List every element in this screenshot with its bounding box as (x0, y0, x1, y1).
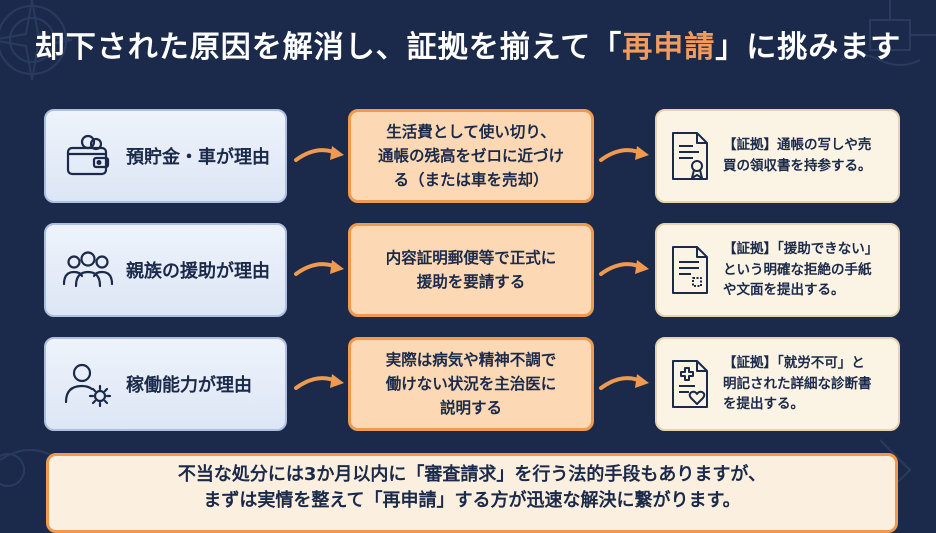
arrow-icon (294, 374, 344, 390)
action-box-work-ability: 実際は病気や精神不調で 働けない状況を主治医に 説明する (348, 337, 594, 431)
footer-line: まずは実情を整えて「再申請」する方が迅速な解決に繋がります。 (203, 490, 741, 512)
arrow-icon (599, 146, 649, 162)
page-title: 却下された原因を解消し、証拠を揃えて「再申請」に挑みます (0, 22, 936, 66)
arrow-icon (599, 260, 649, 276)
reason-box-family-support: 親族の援助が理由 (44, 223, 287, 317)
reason-label: 稼働能力が理由 (126, 375, 252, 396)
reason-box-work-ability: 稼働能力が理由 (44, 337, 287, 431)
wallet-icon (66, 134, 110, 176)
family-people-icon (62, 251, 114, 288)
evidence-text: 【証拠】「援助できない」 という明確な拒絶の手紙 や文面を提出する。 (723, 240, 879, 299)
arrow-icon (294, 146, 344, 162)
letter-document-icon (672, 246, 708, 294)
title-text-before: 却下された原因を解消し、証拠を揃えて「 (34, 30, 623, 65)
reason-label: 預貯金・車が理由 (126, 147, 270, 168)
action-box-family-support: 内容証明郵便等で正式に 援助を要請する (348, 223, 594, 317)
action-text: 生活費として使い切り、 通帳の残高をゼロに近づけ る（または車を売却） (377, 122, 564, 189)
medical-certificate-icon (672, 360, 708, 408)
certificate-document-icon (672, 132, 708, 180)
footer-note: 不当な処分には3か月以内に「審査請求」を行う法的手段もありますが、 まずは実情を… (46, 453, 898, 533)
reason-box-savings: 預貯金・車が理由 (44, 109, 287, 203)
arrow-icon (294, 260, 344, 276)
title-accent: 再申請 (622, 30, 716, 65)
reason-label: 親族の援助が理由 (126, 261, 270, 282)
evidence-text: 【証拠】通帳の写しや売 買の領収書を持参する。 (723, 137, 872, 174)
evidence-box-family-support: 【証拠】「援助できない」 という明確な拒絶の手紙 や文面を提出する。 (655, 223, 900, 317)
title-text-after: 」に挑みます (715, 30, 902, 65)
action-box-savings: 生活費として使い切り、 通帳の残高をゼロに近づけ る（または車を売却） (348, 109, 594, 203)
evidence-box-savings: 【証拠】通帳の写しや売 買の領収書を持参する。 (655, 109, 900, 203)
arrow-icon (599, 374, 649, 390)
evidence-text: 【証拠】「就労不可」と 明記された詳細な診断書 を提出する。 (723, 354, 872, 413)
action-text: 実際は病気や精神不調で 働けない状況を主治医に 説明する (385, 350, 557, 417)
evidence-box-work-ability: 【証拠】「就労不可」と 明記された詳細な診断書 を提出する。 (655, 337, 900, 431)
person-gear-icon (64, 363, 112, 408)
action-text: 内容証明郵便等で正式に 援助を要請する (385, 248, 557, 291)
footer-line: 不当な処分には3か月以内に「審査請求」を行う法的手段もありますが、 (177, 464, 767, 485)
